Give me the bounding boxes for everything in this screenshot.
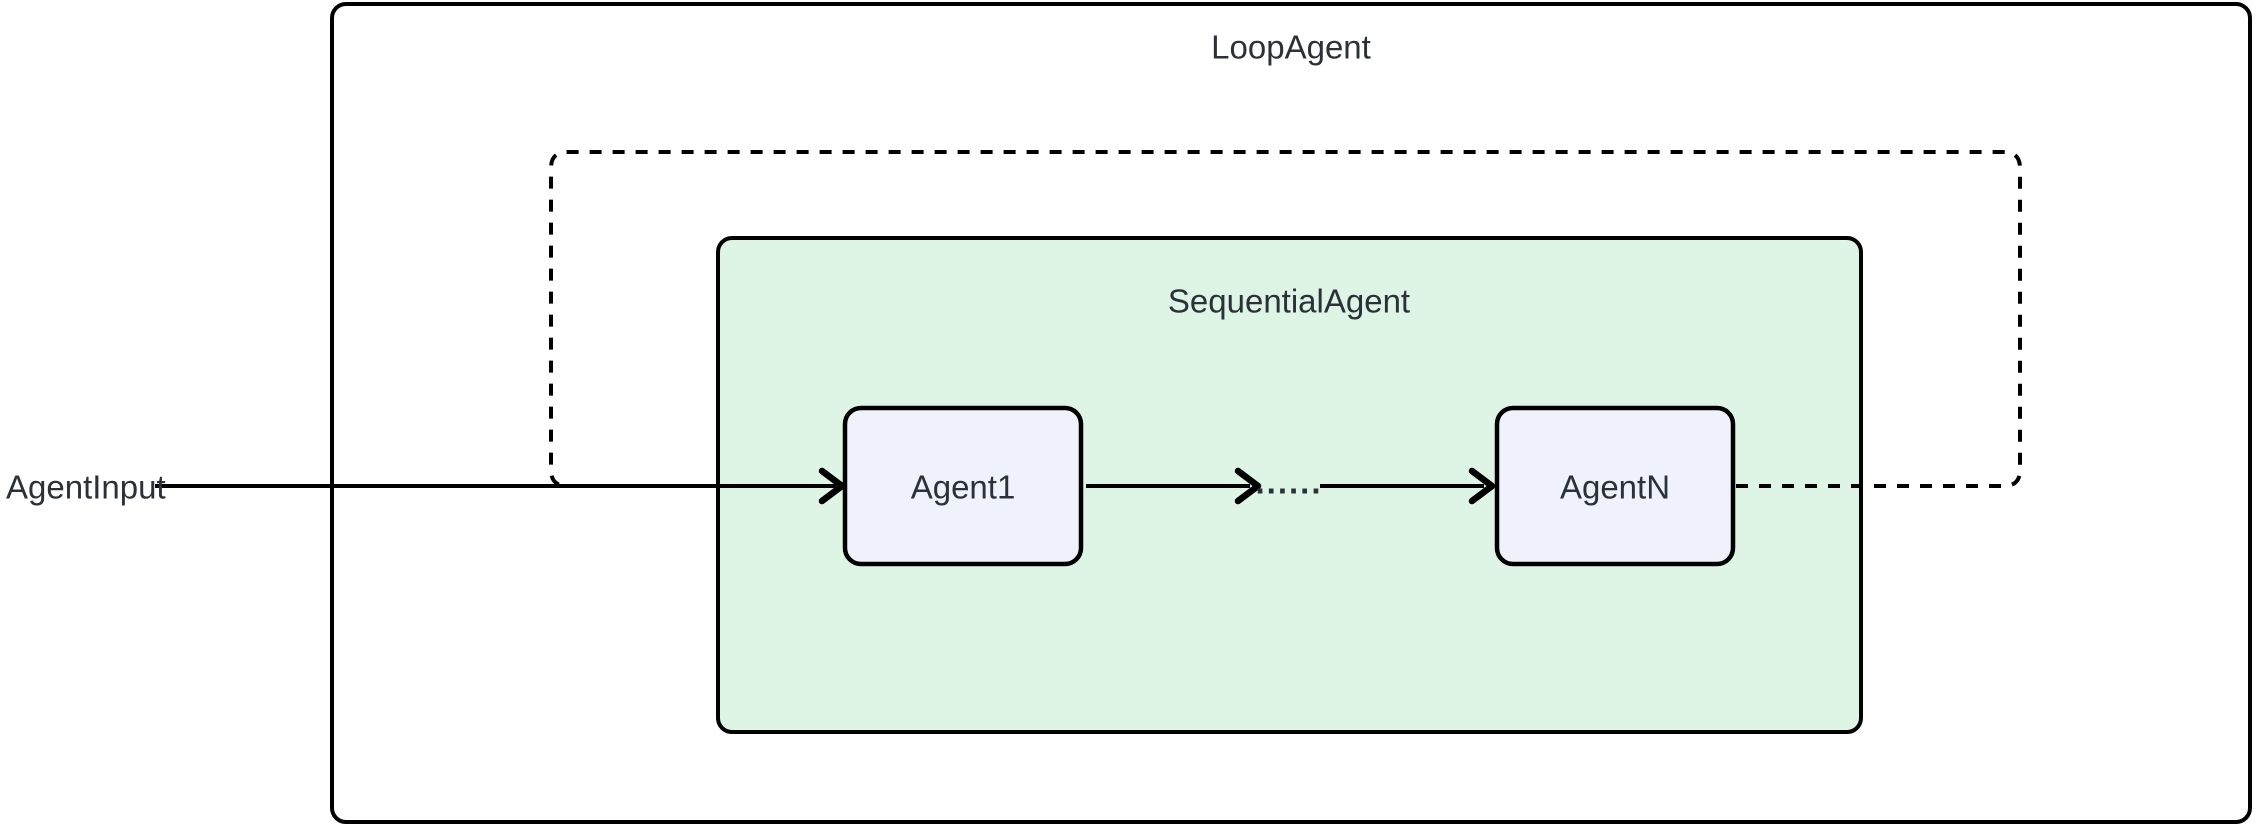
node-agent1-label: Agent1 xyxy=(911,469,1016,506)
node-agentn xyxy=(1494,405,1736,567)
arrowhead-before-ellipsis-icon xyxy=(1234,467,1262,505)
agent-input-label: AgentInput xyxy=(6,469,166,506)
node-agent1 xyxy=(842,405,1084,567)
node-agentn-label: AgentN xyxy=(1560,469,1670,506)
loopback-edge-dashed xyxy=(549,150,2022,488)
ellipsis-label: ...... xyxy=(1255,464,1322,501)
arrowhead-into-agent1-icon xyxy=(818,467,846,505)
arrowhead-into-agentn-icon xyxy=(1468,467,1496,505)
loop-agent-label: LoopAgent xyxy=(1211,29,1371,66)
sequential-agent-label: SequentialAgent xyxy=(1168,283,1410,320)
